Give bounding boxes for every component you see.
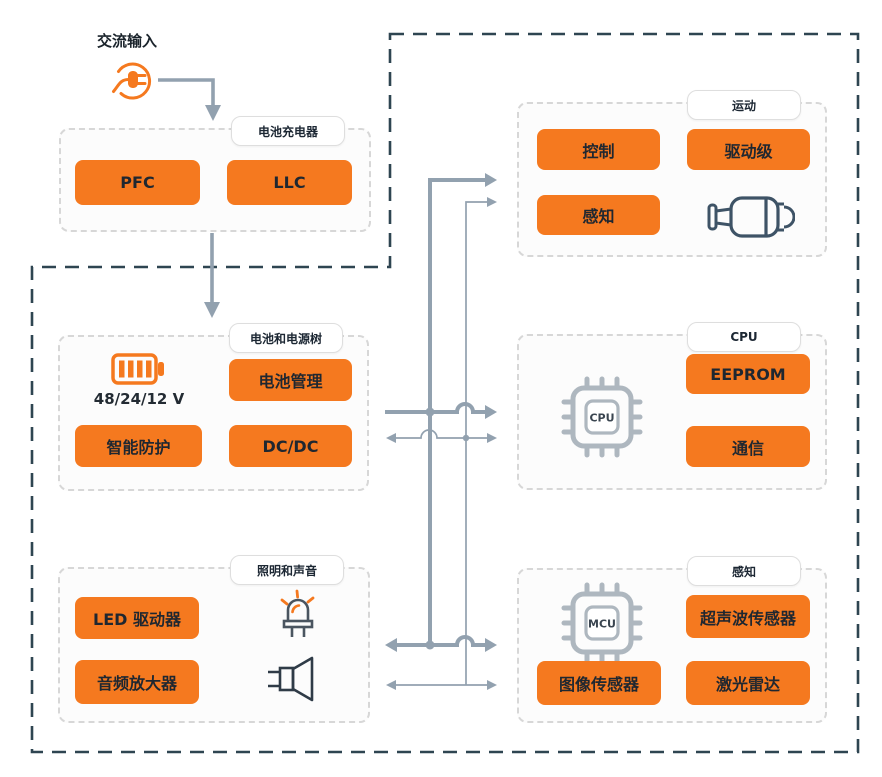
mcu-chip-icon: MCU <box>557 578 647 668</box>
battery-icon <box>110 351 166 387</box>
group-tag-cpu: CPU <box>687 322 801 352</box>
block-audio-amplifier[interactable]: 音频放大器 <box>75 660 199 704</box>
block-dcdc[interactable]: DC/DC <box>229 425 352 467</box>
power-bus-bottom <box>396 635 485 647</box>
cpu-chip-label: CPU <box>589 412 614 425</box>
signal-bus-arrowheads <box>386 197 497 690</box>
group-power-tree: 电池和电源树 48/24/12 V 电池管理 智能防护 DC/DC <box>58 323 369 491</box>
motor-icon <box>705 192 795 242</box>
block-motion-sensing[interactable]: 感知 <box>537 195 660 235</box>
block-lidar[interactable]: 激光雷达 <box>686 661 810 705</box>
cpu-chip-icon: CPU <box>557 372 647 462</box>
block-drive-stage[interactable]: 驱动级 <box>687 129 810 170</box>
group-tag-sensing: 感知 <box>687 556 801 586</box>
block-ultrasonic-sensor[interactable]: 超声波传感器 <box>686 595 810 638</box>
plug-icon <box>106 54 160 108</box>
signal-bus-cpu-row <box>396 429 487 439</box>
signal-bus-vertical <box>465 201 487 685</box>
block-led-driver[interactable]: LED 驱动器 <box>75 597 199 639</box>
group-tag-battery-charger: 电池充电器 <box>231 116 345 146</box>
power-bus-to-cpu <box>385 402 485 414</box>
power-bus-vertical <box>428 178 485 645</box>
block-llc[interactable]: LLC <box>227 160 352 205</box>
group-tag-motion: 运动 <box>687 90 801 120</box>
ac-input-label: 交流输入 <box>97 32 158 50</box>
group-lighting-sound: 照明和声音 LED 驱动器 音频放大器 <box>58 555 370 723</box>
group-battery-charger: 电池充电器 PFC LLC <box>59 116 371 232</box>
block-pfc[interactable]: PFC <box>75 160 200 205</box>
speaker-icon <box>265 655 325 705</box>
power-bus-arrowheads <box>385 173 497 652</box>
signal-bus <box>396 201 487 686</box>
battery-voltage-label: 48/24/12 V <box>93 390 185 408</box>
group-motion: 运动 控制 驱动级 感知 <box>517 90 827 257</box>
group-tag-power-tree: 电池和电源树 <box>229 323 343 353</box>
led-icon <box>273 587 323 639</box>
block-eeprom[interactable]: EEPROM <box>686 354 810 394</box>
group-tag-lighting-sound: 照明和声音 <box>230 555 344 585</box>
block-smart-protection[interactable]: 智能防护 <box>75 425 202 467</box>
block-control[interactable]: 控制 <box>537 129 660 170</box>
power-bus <box>385 178 485 647</box>
block-battery-management[interactable]: 电池管理 <box>229 359 352 401</box>
mcu-chip-label: MCU <box>588 618 616 631</box>
block-image-sensor[interactable]: 图像传感器 <box>537 661 661 705</box>
charger-to-power-arrow <box>204 233 220 318</box>
ac-input-arrow <box>158 78 221 121</box>
group-sensing: 感知 MCU 超声波传感器 图像传感器 激光雷达 <box>517 556 827 723</box>
block-communication[interactable]: 通信 <box>686 426 810 467</box>
group-cpu: CPU CPU EEPROM 通信 <box>517 322 827 490</box>
